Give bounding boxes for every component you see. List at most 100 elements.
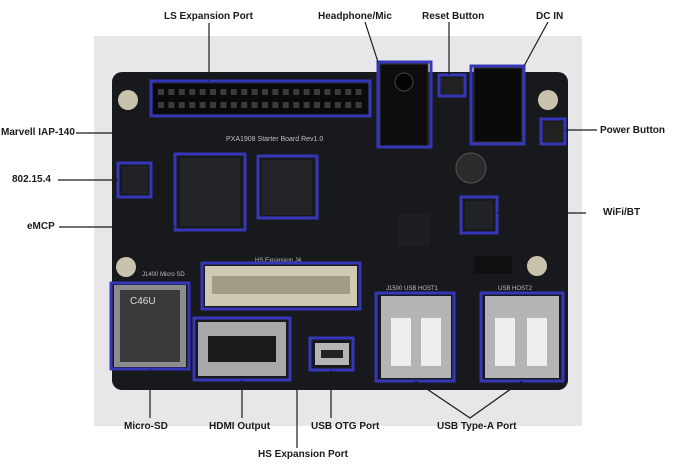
highlight-marvell (256, 154, 319, 220)
label-power-button: Power Button (600, 125, 665, 136)
header-pin (314, 89, 320, 95)
header-pin (241, 102, 248, 108)
header-pin (241, 89, 248, 95)
radio-chip (122, 166, 148, 194)
header-pin (272, 89, 279, 95)
header-pin (282, 89, 289, 95)
header-pin (251, 89, 258, 95)
sd-card-text: C46U (130, 296, 156, 307)
label-headphone-mic: Headphone/Mic (318, 11, 392, 22)
silkscreen-usb2: USB HOST2 (498, 286, 533, 292)
header-pin (345, 102, 352, 108)
label-micro-sd: Micro-SD (124, 421, 168, 432)
debug-header (474, 256, 512, 274)
label-reset-button: Reset Button (422, 11, 485, 22)
headphone-jack (379, 63, 429, 147)
header-pin (324, 89, 331, 95)
highlight-power (539, 117, 567, 146)
label-wifi-bt: WiFi/BT (603, 207, 641, 218)
label-emcp: eMCP (27, 221, 55, 232)
header-pin (189, 102, 196, 108)
hdmi-port-opening (208, 336, 276, 362)
header-pin (355, 89, 362, 95)
highlight-dc-in (469, 64, 526, 146)
highlight-ls-expansion (149, 79, 372, 118)
header-pin (158, 102, 164, 108)
header-pin (303, 102, 310, 108)
usb-a-tongue (421, 318, 441, 366)
usb-a-tongue (391, 318, 411, 366)
mounting-hole (527, 256, 547, 276)
header-pin (262, 102, 268, 108)
mounting-hole (116, 257, 136, 277)
header-pin (210, 89, 216, 95)
header-pin (199, 102, 206, 108)
silkscreen-hs: HS Expansion J4 (255, 258, 302, 264)
header-pin (314, 102, 320, 108)
header-pin (178, 89, 185, 95)
label-usb-otg-port: USB OTG Port (311, 421, 380, 432)
usb-a-tongue (495, 318, 515, 366)
highlight-reset (437, 73, 467, 98)
header-pin (220, 89, 227, 95)
highlight-hs-expansion (200, 261, 362, 311)
dc-jack (473, 67, 523, 143)
header-pin (199, 89, 206, 95)
hs-connector-slot (212, 276, 350, 294)
reset-switch (441, 78, 463, 94)
silkscreen-usb1: J1500 USB HOST1 (386, 286, 439, 292)
header-pin (189, 89, 196, 95)
silkscreen-title: PXA1908 Starter Board Rev1.0 (226, 136, 323, 143)
header-pin (178, 102, 185, 108)
header-pin (355, 102, 362, 108)
header-pin (230, 89, 237, 95)
label-802154: 802.15.4 (12, 174, 51, 185)
capacitor (455, 152, 487, 184)
wifi-chip (465, 201, 493, 229)
marvell-chip (262, 160, 312, 215)
usb-otg-opening (321, 350, 343, 358)
header-pin (251, 102, 258, 108)
leader-dc-in (523, 21, 549, 67)
header-pin (293, 89, 300, 95)
header-pin (220, 102, 227, 108)
ls-header-body (153, 84, 368, 114)
mounting-hole (118, 90, 138, 110)
usb-a-tongue (527, 318, 547, 366)
power-switch (543, 122, 563, 142)
label-ls-expansion-port: LS Expansion Port (164, 11, 253, 22)
headphone-socket (394, 72, 414, 92)
header-pin (334, 102, 341, 108)
emcp-chip (180, 158, 240, 226)
highlight-wifi (459, 195, 499, 235)
header-pin (210, 102, 216, 108)
silkscreen-sd: J1400 Micro SD (142, 272, 185, 278)
leader-headphone (364, 21, 379, 63)
header-pin (230, 102, 237, 108)
header-pin (168, 102, 175, 108)
label-hdmi-output: HDMI Output (209, 421, 271, 432)
ls-header-pins (158, 89, 362, 108)
mounting-hole (538, 90, 558, 110)
header-pin (168, 89, 175, 95)
header-pin (282, 102, 289, 108)
label-usb-type-a-port: USB Type-A Port (437, 421, 517, 432)
label-hs-expansion-port: HS Expansion Port (258, 449, 349, 460)
header-pin (272, 102, 279, 108)
leader-usb-a (414, 380, 523, 419)
header-pin (262, 89, 268, 95)
header-pin (324, 102, 331, 108)
header-pin (345, 89, 352, 95)
header-pin (334, 89, 341, 95)
highlight-headphone (376, 60, 433, 149)
header-pin (293, 102, 300, 108)
highlight-emcp (173, 152, 247, 232)
pmic-chip (398, 214, 430, 246)
label-marvell-iap-140: Marvell IAP-140 (1, 127, 75, 138)
header-pin (158, 89, 164, 95)
label-dc-in: DC IN (536, 11, 564, 22)
header-pin (303, 89, 310, 95)
sd-card (120, 290, 180, 362)
